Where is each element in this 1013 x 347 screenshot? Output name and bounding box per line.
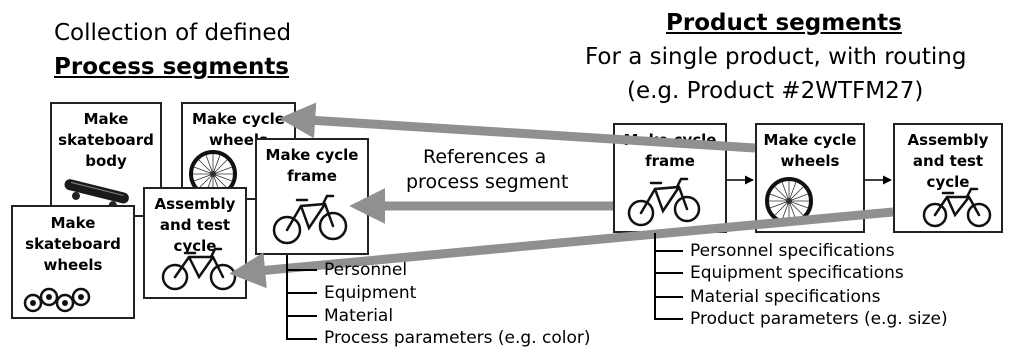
reference-arrow-assembly — [229, 207, 894, 289]
product-spec-personnel: Personnel specifications — [690, 241, 895, 261]
product-routing-caption: For a single product, with routing — [585, 44, 967, 70]
segment-label: Make cycle wheels — [192, 110, 285, 149]
segment-label: Make skateboard wheels — [25, 214, 121, 274]
process-segment-skateboard-wheels: Make skateboard wheels — [11, 205, 135, 319]
product-example-caption: (e.g. Product #2WTFM27) — [627, 78, 924, 104]
reference-label-line2: process segment — [406, 171, 569, 193]
product-segment-assembly-test: Assembly and test cycle — [893, 123, 1003, 233]
product-spec-parameters: Product parameters (e.g. size) — [690, 309, 948, 329]
product-spec-material: Material specifications — [690, 287, 881, 307]
segment-label: Make skateboard body — [58, 110, 154, 170]
segment-label: Assembly and test cycle — [154, 195, 236, 255]
wheel-icon — [765, 177, 813, 225]
bicycle-icon — [922, 187, 992, 228]
bicycle-icon — [272, 194, 348, 245]
segment-label: Make cycle frame — [265, 146, 359, 185]
process-spec-bracket — [286, 255, 317, 340]
process-spec-material: Material — [324, 306, 394, 326]
segment-label: Make cycle wheels — [763, 131, 857, 170]
process-spec-equipment: Equipment — [324, 283, 417, 303]
process-spec-parameters: Process parameters (e.g. color) — [324, 328, 591, 347]
process-segments-title: Process segments — [54, 54, 289, 80]
bicycle-icon — [627, 177, 701, 227]
reference-label-line1: References a — [423, 146, 547, 168]
reference-arrow-wheels — [279, 102, 756, 153]
process-collection-heading: Collection of defined — [54, 20, 292, 46]
skateboard-wheels-icon — [23, 287, 91, 313]
product-spec-equipment: Equipment specifications — [690, 263, 904, 283]
segment-label: Assembly and test cycle — [907, 131, 989, 191]
product-segments-title: Product segments — [666, 10, 902, 36]
product-spec-bracket — [654, 233, 683, 320]
process-spec-personnel: Personnel — [324, 260, 408, 280]
